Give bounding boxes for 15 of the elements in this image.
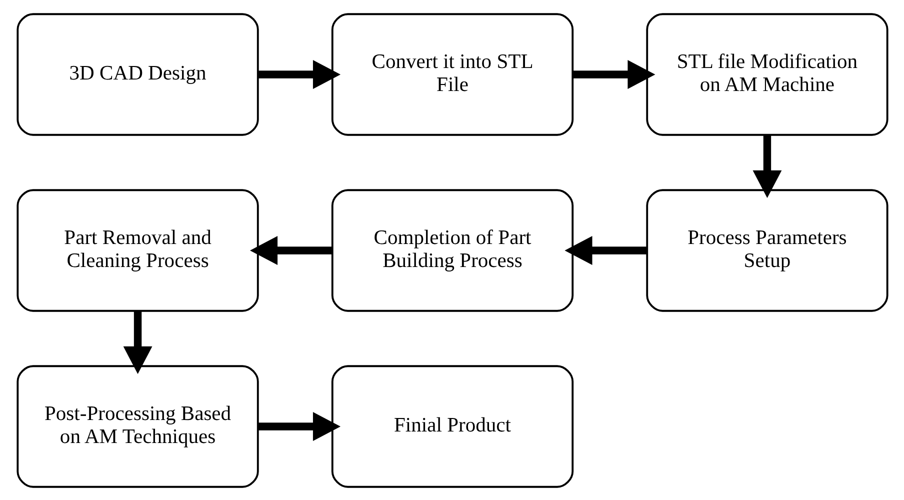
node-box: STL file Modification on AM Machine — [646, 12, 888, 136]
arrow — [122, 310, 152, 374]
arrow — [752, 134, 782, 198]
node-box: Part Removal and Cleaning Process — [16, 188, 258, 312]
arrow — [258, 60, 340, 88]
arrow — [564, 236, 646, 264]
node-box: Completion of Part Building Process — [330, 188, 574, 312]
node-box: Convert it into STL File — [330, 12, 574, 136]
arrow — [258, 412, 340, 440]
arrow — [249, 236, 332, 264]
node-box: Finial Product — [330, 364, 574, 488]
node-box: Post-Processing Based on AM Techniques — [16, 364, 258, 488]
node-box: 3D CAD Design — [16, 12, 258, 136]
arrow — [572, 60, 655, 88]
node-box: Process Parameters Setup — [646, 188, 888, 312]
